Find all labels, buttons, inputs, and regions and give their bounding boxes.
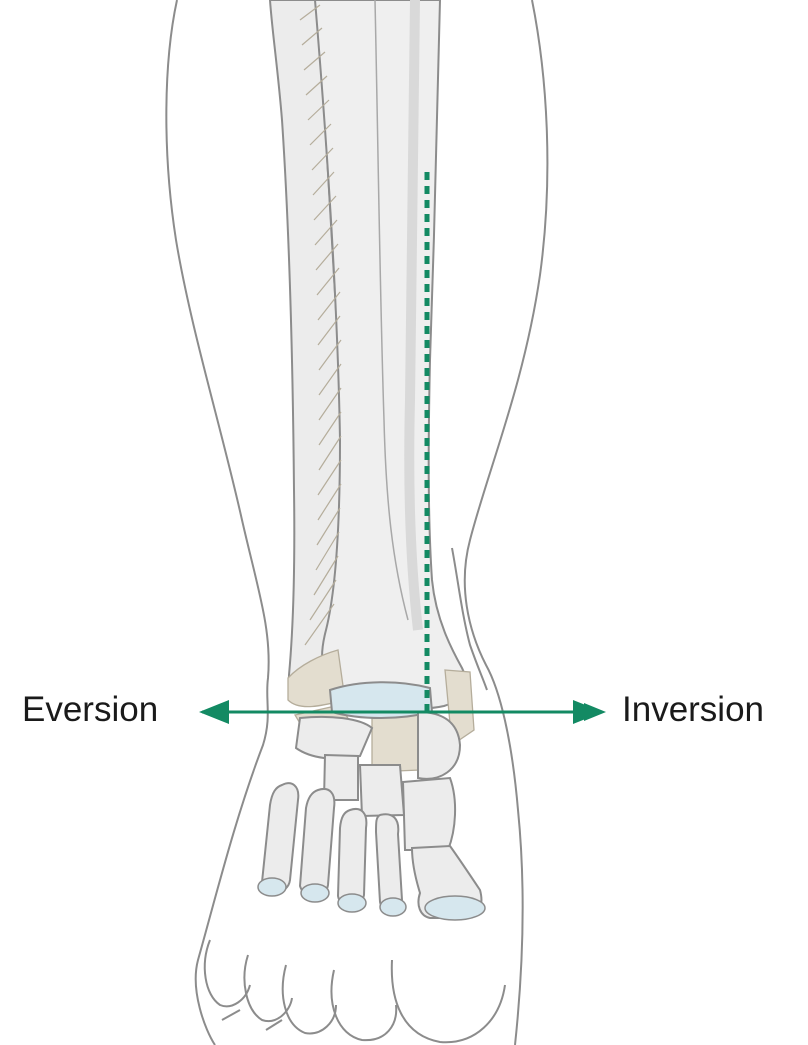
tibia <box>315 0 465 708</box>
inversion-label: Inversion <box>622 690 764 730</box>
navicular <box>296 717 372 759</box>
intermediate-cuneiform <box>360 765 404 816</box>
arrow-right-icon <box>584 703 606 721</box>
arrow-left-icon <box>200 703 222 721</box>
eversion-label: Eversion <box>22 690 158 730</box>
toe-outlines <box>205 940 505 1042</box>
medial-cuneiform <box>403 778 455 850</box>
